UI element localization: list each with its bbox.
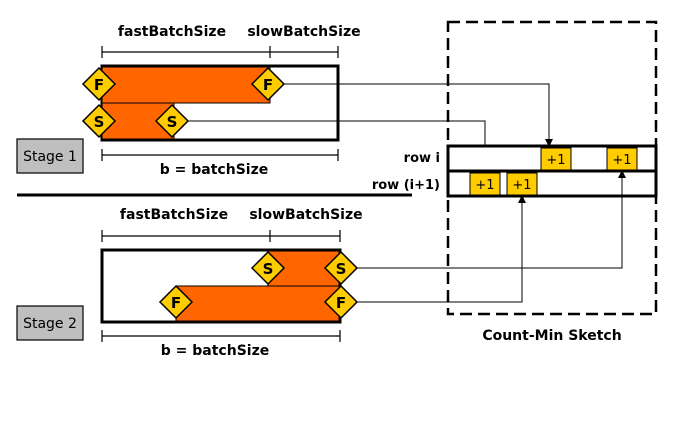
stage2-label: Stage 2 (23, 316, 77, 332)
svg-text:+1: +1 (612, 153, 631, 168)
stage1-slow-head-marker: S (154, 103, 190, 139)
stage2-box (16, 305, 84, 341)
row-i-cell-1: +1 (540, 147, 572, 171)
stage1-box (16, 138, 84, 174)
stage1-batch-size-dimension (101, 149, 339, 161)
row-i-label: row i (404, 151, 440, 166)
row-i1-cell-2: +1 (506, 172, 538, 196)
svg-text:F: F (263, 76, 273, 94)
svg-text:+1: +1 (512, 178, 531, 193)
sketch-title: Count-Min Sketch (482, 328, 621, 344)
svg-text:S: S (263, 260, 274, 278)
svg-text:S: S (94, 113, 105, 131)
stage1-label: Stage 1 (23, 149, 77, 165)
stage1-fast-pointer-bar (101, 66, 271, 104)
stage2-fast-pointer-bar (175, 285, 340, 322)
stage2-slow-batch-label: slowBatchSize (249, 207, 362, 223)
svg-text:F: F (336, 294, 346, 312)
svg-text:F: F (171, 294, 181, 312)
stage2-fast-batch-label: fastBatchSize (120, 207, 228, 223)
stage2-batch-size-label: b = batchSize (161, 343, 269, 359)
stage1-fast-batch-label: fastBatchSize (118, 24, 226, 40)
svg-text:S: S (167, 113, 178, 131)
svg-text:S: S (336, 260, 347, 278)
row-i1-cell-1: +1 (469, 172, 501, 196)
stage2-slow-head-marker: S (323, 250, 359, 286)
stage1-fast-head-marker: F (250, 66, 286, 102)
stage2-fast-tail-marker: F (158, 284, 194, 320)
stage2-top-dimension (101, 230, 341, 242)
stage1-top-dimension (101, 46, 339, 58)
stage2-batch-size-dimension (101, 330, 341, 342)
svg-text:+1: +1 (475, 178, 494, 193)
stage2-group: fastBatchSize slowBatchSize S S F F (16, 170, 626, 359)
stage1-slow-tail-marker: S (81, 103, 117, 139)
stage2-slow-arrow (357, 170, 626, 269)
stage1-batch-size-label: b = batchSize (160, 162, 268, 178)
stage1-fast-arrow (284, 83, 553, 147)
svg-text:+1: +1 (546, 153, 565, 168)
count-min-sketch: row i row (i+1) +1 +1 +1 +1 Count-Min Sk… (372, 20, 658, 344)
row-i1-label: row (i+1) (372, 178, 440, 193)
stage1-slow-batch-label: slowBatchSize (247, 24, 360, 40)
stage1-fast-tail-marker: F (81, 66, 117, 102)
stage2-fast-arrow (357, 195, 526, 303)
stage2-slow-tail-marker: S (250, 250, 286, 286)
svg-text:F: F (94, 76, 104, 94)
stage1-group: fastBatchSize slowBatchSize F F S (16, 24, 553, 178)
row-i-cell-2: +1 (606, 147, 638, 171)
stage2-fast-head-marker: F (323, 284, 359, 320)
